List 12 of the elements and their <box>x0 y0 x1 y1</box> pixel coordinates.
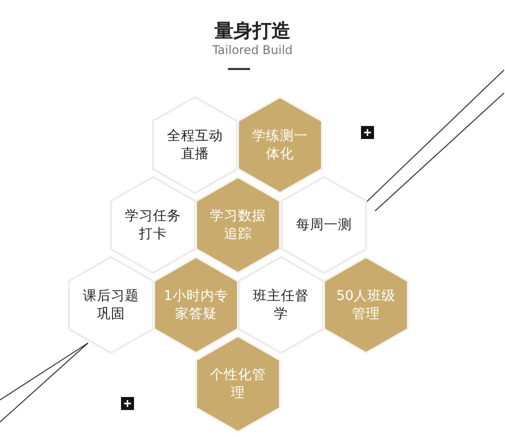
hexagon-label: 学练测一体化 <box>251 126 309 164</box>
hexagon-label: 1小时内专家答疑 <box>163 286 229 324</box>
title: 量身打造 <box>214 20 290 42</box>
hexagon-label: 每周一测 <box>295 216 353 234</box>
subtitle: Tailored Build <box>212 43 293 57</box>
hexagon-label: 学习数据追踪 <box>209 206 267 244</box>
hexagon-label: 学习任务打卡 <box>124 206 182 244</box>
hexagon-label: 个性化管理 <box>209 366 267 402</box>
hexagon-label: 50人班级管理 <box>335 286 397 324</box>
hexagon-label: 班主任督学 <box>252 286 310 324</box>
hexagon-label: 课后习题巩固 <box>82 286 140 324</box>
hexagon-label: 全程互动直播 <box>166 126 224 164</box>
